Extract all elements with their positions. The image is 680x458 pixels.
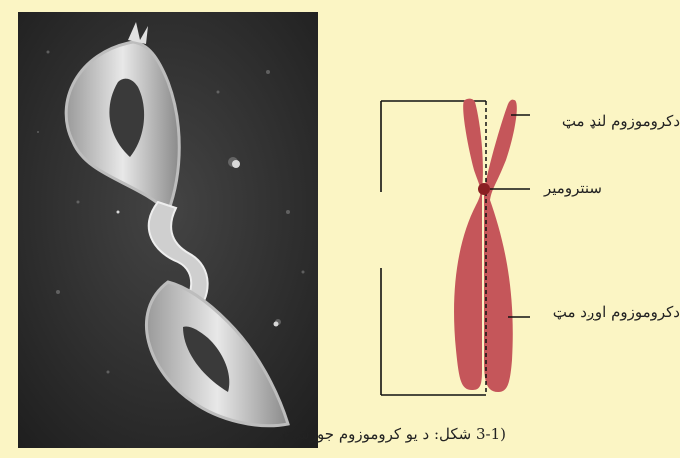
figure-caption: (3-1 شکل: د يو کروموزوم جوړښت [346, 425, 506, 443]
long-arm-label: دکروموزوم اوږد مټ [553, 303, 680, 321]
left-chromatid [454, 99, 483, 390]
chromosome-micrograph-icon [18, 12, 318, 448]
right-chromatid [484, 100, 517, 392]
chromosome-micrograph [18, 12, 318, 448]
centromere-label: سنترومير [544, 179, 602, 197]
centromere-dot [478, 183, 490, 195]
short-arm-label: دکروموزوم لنډ مټ [562, 112, 680, 130]
chromosome-diagram [380, 90, 530, 400]
